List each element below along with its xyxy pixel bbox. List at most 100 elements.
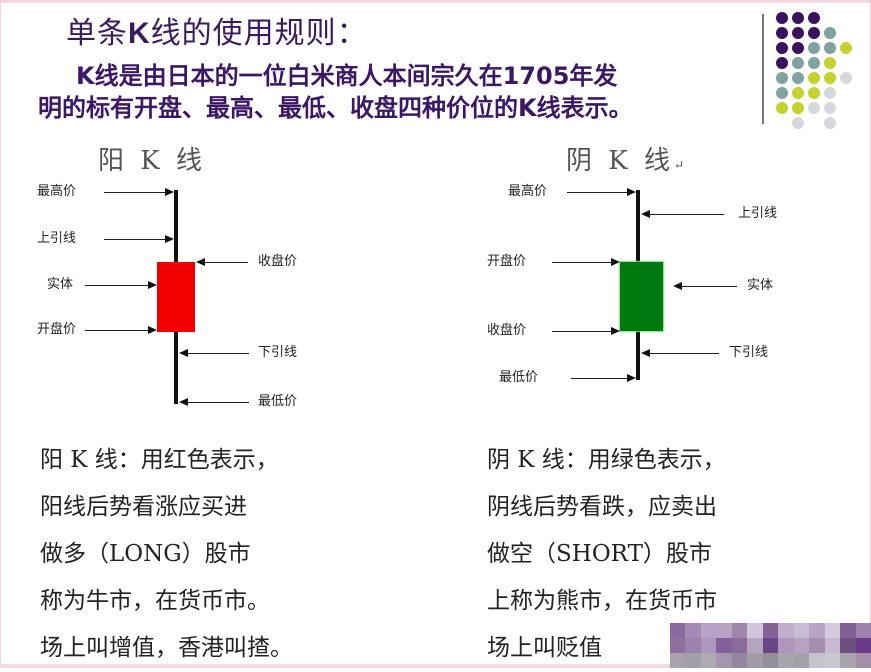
watermark-pixel bbox=[670, 623, 686, 638]
yin-label-body: 实体 bbox=[747, 278, 774, 293]
watermark-pixel bbox=[670, 653, 686, 668]
pixelated-watermark bbox=[670, 623, 871, 668]
title-k: K bbox=[128, 17, 151, 50]
arrow-left-icon bbox=[673, 282, 682, 290]
watermark-pixel bbox=[716, 638, 732, 653]
decor-dot bbox=[808, 42, 820, 54]
decor-dot bbox=[792, 27, 804, 39]
decor-divider bbox=[762, 14, 764, 124]
decor-dot bbox=[792, 42, 804, 54]
arrow-right-icon bbox=[611, 258, 620, 266]
title-prefix: 单条 bbox=[66, 16, 128, 51]
decor-dot bbox=[776, 12, 788, 24]
arrow-left-icon bbox=[179, 349, 188, 357]
yang-label-lower-shadow: 下引线 bbox=[258, 345, 298, 360]
arrow-left-icon bbox=[641, 210, 650, 218]
watermark-pixel bbox=[762, 653, 779, 668]
decor-dot bbox=[808, 12, 820, 24]
yin-body bbox=[620, 262, 663, 331]
watermark-pixel bbox=[685, 653, 701, 668]
yang-title: 阳 K 线 bbox=[98, 146, 206, 176]
yang-body bbox=[157, 262, 195, 332]
top-border bbox=[0, 0, 871, 3]
decor-dot bbox=[792, 72, 804, 84]
watermark-pixel bbox=[793, 653, 810, 668]
yang-desc-line: 做多（LONG）股市 bbox=[40, 541, 251, 567]
yang-desc-line: 阳线后势看涨应买进 bbox=[40, 494, 247, 520]
yin-arrow-upper-shadow bbox=[649, 214, 724, 215]
watermark-pixel bbox=[731, 623, 748, 638]
yin-desc-line: 阴线后势看跌，应卖出 bbox=[487, 494, 717, 520]
decor-dot bbox=[824, 117, 836, 129]
yin-arrow-open bbox=[552, 262, 612, 263]
return-mark-icon: ↵ bbox=[673, 158, 685, 172]
yin-arrow-body bbox=[681, 286, 737, 287]
watermark-pixel bbox=[855, 638, 871, 653]
arrow-right-icon bbox=[148, 281, 157, 289]
decor-dot bbox=[824, 72, 836, 84]
yang-label-close: 收盘价 bbox=[258, 254, 298, 269]
watermark-pixel bbox=[824, 653, 841, 668]
yin-desc-line: 场上叫贬值 bbox=[487, 635, 602, 661]
yang-arrow-low bbox=[187, 402, 249, 403]
watermark-pixel bbox=[700, 623, 717, 638]
watermark-pixel bbox=[840, 623, 856, 638]
watermark-pixel bbox=[716, 623, 732, 638]
yin-label-close: 收盘价 bbox=[487, 323, 527, 338]
decor-dot bbox=[792, 87, 804, 99]
yang-label-high: 最高价 bbox=[37, 184, 77, 199]
decor-dot bbox=[808, 87, 820, 99]
decor-dot bbox=[824, 87, 836, 99]
decor-dot bbox=[824, 102, 836, 114]
arrow-right-icon bbox=[627, 374, 636, 382]
decor-dot bbox=[808, 102, 820, 114]
watermark-pixel bbox=[778, 623, 794, 638]
yin-desc-line: 阴 K 线：用绿色表示， bbox=[487, 447, 726, 473]
yang-label-open: 开盘价 bbox=[37, 322, 77, 337]
title-suffix: 线的使用规则： bbox=[150, 16, 368, 51]
yang-arrow-body bbox=[85, 285, 149, 286]
yang-arrow-open bbox=[85, 330, 149, 331]
watermark-pixel bbox=[700, 653, 717, 668]
intro-line-1: K线是由日本的一位白米商人本间宗久在1705年发 bbox=[76, 62, 618, 90]
yang-description: 阳 K 线：用红色表示， 阳线后势看涨应买进 做多（LONG）股市 称为牛市，在… bbox=[40, 437, 293, 672]
watermark-pixel bbox=[809, 638, 825, 653]
yang-label-body: 实体 bbox=[47, 277, 74, 292]
decor-dot bbox=[840, 72, 852, 84]
yin-arrow-lower-shadow bbox=[649, 353, 719, 354]
watermark-pixel bbox=[670, 638, 686, 653]
watermark-pixel bbox=[716, 653, 732, 668]
yin-label-open: 开盘价 bbox=[487, 254, 527, 269]
watermark-pixel bbox=[685, 623, 701, 638]
yin-title: 阴 K 线↵ bbox=[566, 140, 684, 177]
watermark-pixel bbox=[809, 653, 825, 668]
arrow-right-icon bbox=[148, 326, 157, 334]
watermark-pixel bbox=[793, 638, 810, 653]
arrow-left-icon bbox=[641, 349, 650, 357]
decor-dot bbox=[792, 12, 804, 24]
bottom-border bbox=[0, 664, 871, 668]
decor-dot bbox=[840, 42, 852, 54]
decor-dot bbox=[808, 72, 820, 84]
arrow-right-icon bbox=[627, 188, 636, 196]
arrow-right-icon bbox=[165, 188, 174, 196]
yang-arrow-upper-shadow bbox=[104, 239, 166, 240]
yang-desc-line: 场上叫增值，香港叫揸。 bbox=[40, 635, 293, 661]
watermark-pixel bbox=[855, 623, 871, 638]
yin-desc-line: 上称为熊市，在货币市 bbox=[487, 588, 717, 614]
yin-label-high: 最高价 bbox=[508, 184, 548, 199]
arrow-right-icon bbox=[611, 327, 620, 335]
yang-arrow-high bbox=[104, 192, 166, 193]
decor-dot bbox=[824, 57, 836, 69]
decor-dot bbox=[792, 57, 804, 69]
watermark-pixel bbox=[762, 623, 779, 638]
arrow-right-icon bbox=[165, 235, 174, 243]
yin-arrow-close bbox=[552, 331, 612, 332]
yang-label-low: 最低价 bbox=[258, 394, 298, 409]
yin-label-low: 最低价 bbox=[499, 370, 539, 385]
decor-dot bbox=[776, 57, 788, 69]
watermark-pixel bbox=[793, 623, 810, 638]
decor-dot bbox=[776, 87, 788, 99]
watermark-pixel bbox=[762, 638, 779, 653]
yang-arrow-lower-shadow bbox=[187, 353, 249, 354]
